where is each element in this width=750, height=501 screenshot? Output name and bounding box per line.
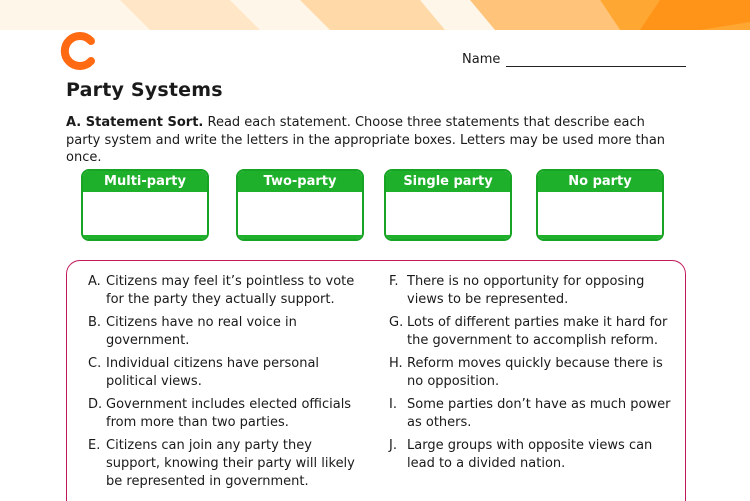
box-label: Single party	[386, 171, 510, 192]
statements-right-column: F. There is no opportunity for opposing v…	[389, 273, 671, 478]
statement-j: J. Large groups with opposite views can l…	[389, 437, 671, 473]
statement-letter: B.	[88, 315, 102, 330]
statement-b: B. Citizens have no real voice in governm…	[88, 314, 368, 350]
statement-text: Reform moves quickly because there is no…	[407, 356, 663, 389]
statement-e: E. Citizens can join any party they suppo…	[88, 437, 368, 491]
box-bottom-bar	[538, 235, 662, 239]
statement-text: Citizens may feel it’s pointless to vote…	[106, 274, 355, 307]
answer-box-multi-party[interactable]: Multi-party	[81, 169, 209, 241]
statement-g: G.Lots of different parties make it hard…	[389, 314, 671, 350]
instructions-text: Read each statement. Choose three statem…	[66, 115, 666, 165]
statement-letter: A.	[88, 274, 101, 289]
statement-letter: C.	[88, 356, 102, 371]
statement-letter: F.	[389, 274, 399, 289]
statement-letter: I.	[389, 397, 397, 412]
name-label: Name	[462, 52, 501, 67]
statement-letter: E.	[88, 438, 101, 453]
statement-letter: J.	[389, 438, 397, 453]
box-label: Two-party	[238, 171, 362, 192]
answer-box-no-party[interactable]: No party	[536, 169, 664, 241]
box-label: No party	[538, 171, 662, 192]
name-field[interactable]: Name	[462, 52, 687, 67]
statement-text: Large groups with opposite views can lea…	[407, 438, 653, 471]
statement-d: D.Government includes elected officials …	[88, 396, 368, 432]
statement-text: Individual citizens have personal politi…	[106, 356, 320, 389]
statement-text: Citizens can join any party they support…	[106, 438, 355, 489]
statement-h: H. Reform moves quickly because there is …	[389, 355, 671, 391]
box-bottom-bar	[83, 235, 207, 239]
header-decoration	[0, 0, 750, 30]
box-bottom-bar	[238, 235, 362, 239]
brand-logo-icon	[60, 31, 100, 71]
statement-letter: H.	[389, 356, 403, 371]
page-title: Party Systems	[66, 79, 223, 101]
statement-text: Lots of different parties make it hard f…	[407, 315, 668, 348]
statement-text: There is no opportunity for opposing vie…	[407, 274, 645, 307]
box-label: Multi-party	[83, 171, 207, 192]
answer-box-two-party[interactable]: Two-party	[236, 169, 364, 241]
statements-left-column: A. Citizens may feel it’s pointless to vo…	[88, 273, 368, 496]
statement-i: I. Some parties don’t have as much power …	[389, 396, 671, 432]
name-underline	[506, 54, 687, 67]
statements-panel	[66, 260, 686, 501]
instructions-heading: A. Statement Sort.	[66, 115, 204, 130]
answer-box-single-party[interactable]: Single party	[384, 169, 512, 241]
box-bottom-bar	[386, 235, 510, 239]
instructions: A. Statement Sort. Read each statement. …	[66, 114, 666, 167]
statement-text: Citizens have no real voice in governmen…	[106, 315, 297, 348]
statement-f: F. There is no opportunity for opposing v…	[389, 273, 671, 309]
statement-a: A. Citizens may feel it’s pointless to vo…	[88, 273, 368, 309]
statement-letter: G.	[389, 315, 404, 330]
statement-text: Some parties don’t have as much power as…	[407, 397, 671, 430]
statement-text: Government includes elected officials fr…	[106, 397, 352, 430]
statement-letter: D.	[88, 397, 103, 412]
statement-c: C. Individual citizens have personal poli…	[88, 355, 368, 391]
